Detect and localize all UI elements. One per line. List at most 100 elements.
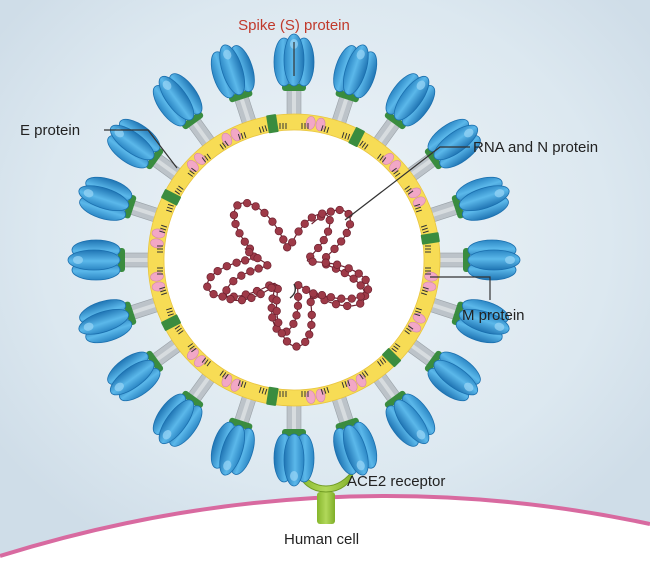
spike-protein: [67, 239, 153, 281]
n-protein-bead: [254, 264, 263, 273]
n-protein-bead: [206, 272, 215, 282]
n-protein-bead: [305, 330, 314, 339]
n-protein-bead: [247, 293, 256, 303]
n-protein-bead: [306, 297, 315, 307]
n-protein-bead: [321, 258, 330, 267]
m-protein: [346, 374, 367, 392]
n-protein-bead: [301, 337, 310, 347]
n-protein-bead: [292, 311, 301, 320]
n-protein-bead: [349, 274, 358, 283]
n-protein-bead: [307, 213, 316, 222]
n-protein-bead: [326, 207, 335, 216]
rna-hook: [289, 283, 297, 299]
n-protein-bead: [354, 269, 363, 278]
e-protein: [161, 314, 181, 331]
m-protein-leader-line: [430, 276, 491, 300]
n-protein-bead: [213, 266, 222, 276]
m-protein: [150, 228, 166, 249]
lipid-ticks: [425, 245, 431, 275]
e-protein: [348, 127, 365, 147]
e-protein-leader-line: [104, 129, 178, 169]
n-protein-bead: [268, 313, 277, 322]
n-protein-bead: [282, 337, 292, 346]
lipid-ticks: [174, 325, 197, 353]
spike-protein: [404, 118, 481, 183]
m-protein: [221, 374, 242, 392]
n-protein-bead: [246, 267, 255, 276]
n-protein-bead: [293, 301, 303, 310]
n-protein-bead: [294, 227, 303, 236]
lipid-ticks: [237, 380, 268, 395]
n-protein-bead: [203, 282, 212, 291]
lipid-ticks: [320, 380, 351, 395]
n-protein-bead: [233, 201, 242, 210]
n-protein-bead: [288, 238, 297, 247]
m-protein: [382, 152, 402, 172]
n-protein-bead: [237, 271, 246, 280]
n-protein-bead: [274, 318, 283, 327]
n-protein-bead: [319, 236, 328, 245]
spike-protein-group: [67, 33, 521, 487]
lipid-ticks: [359, 140, 387, 163]
spike-protein: [330, 392, 378, 476]
n-protein-bead: [313, 243, 323, 253]
spike-protein: [210, 44, 258, 128]
n-protein-bead: [332, 260, 342, 269]
human-cell-label: Human cell: [284, 531, 359, 548]
n-protein-bead: [241, 256, 250, 265]
n-protein-bead: [347, 294, 356, 303]
n-protein-bead: [274, 226, 283, 236]
spike-protein: [78, 296, 162, 344]
lipid-ticks: [174, 167, 197, 195]
n-protein-bead: [356, 281, 365, 290]
n-protein-bead: [344, 264, 353, 273]
spike-protein: [371, 73, 436, 150]
spike-protein-label: Spike (S) protein: [238, 17, 350, 34]
spike-protein: [152, 370, 217, 447]
n-protein-bead: [277, 329, 286, 338]
virus-interior: [164, 130, 424, 390]
n-protein-bead: [251, 202, 260, 211]
envelope-ring: [148, 114, 440, 406]
lipid-ticks: [391, 167, 414, 195]
n-protein-bead: [345, 220, 355, 229]
n-protein-bead: [308, 257, 317, 266]
spike-protein: [371, 370, 436, 447]
n-protein-bead: [337, 237, 346, 246]
n-protein-bead: [218, 292, 227, 301]
n-protein-bead: [363, 285, 373, 294]
n-protein-bead: [318, 209, 327, 218]
n-protein-bead: [309, 289, 318, 298]
n-protein-bead: [245, 248, 254, 257]
spike-protein: [426, 296, 510, 344]
n-protein-bead: [356, 299, 365, 308]
n-protein-bead: [232, 258, 241, 267]
m-protein: [186, 152, 206, 172]
viral-envelope: [147, 113, 441, 407]
n-protein-bead: [323, 227, 333, 236]
e-protein: [266, 114, 279, 134]
n-protein-bead: [253, 254, 262, 263]
rna-leader-line: [344, 146, 470, 221]
n-protein-bead: [222, 286, 231, 295]
lipid-ticks: [159, 286, 174, 317]
n-protein-bead: [337, 294, 346, 303]
ace2-receptor-label: ACE2 receptor: [347, 473, 445, 490]
n-protein-bead: [229, 277, 238, 286]
spike-protein: [78, 176, 162, 224]
n-protein-bead: [256, 289, 265, 299]
human-cell-area: [0, 495, 650, 572]
n-protein-bead: [356, 292, 365, 301]
n-protein-bead: [307, 310, 316, 320]
n-protein-bead: [317, 290, 327, 300]
n-protein-bead: [268, 217, 277, 226]
spike-protein: [404, 337, 481, 402]
spike-protein: [426, 176, 510, 224]
n-protein-bead: [272, 296, 281, 305]
lipid-ticks: [237, 125, 268, 140]
lipid-ticks: [159, 203, 174, 234]
lipid-ticks: [414, 203, 429, 234]
n-protein-bead: [282, 243, 292, 252]
